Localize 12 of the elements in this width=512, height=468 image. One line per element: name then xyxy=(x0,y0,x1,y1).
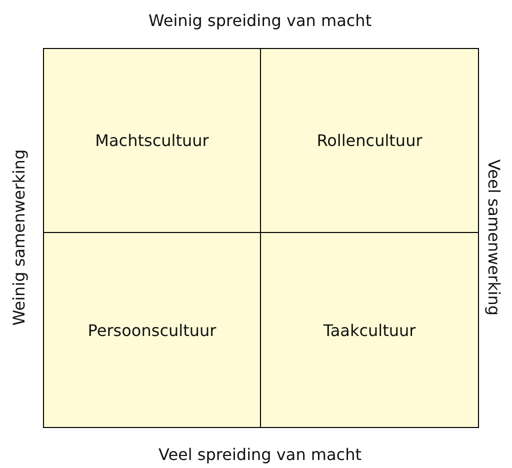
axis-label: Weinig samenwerking xyxy=(10,148,29,326)
axis-label: Veel samenwerking xyxy=(484,158,504,316)
quadrant-label: Persoonscultuur xyxy=(88,320,216,340)
quadrant-label: Machtscultuur xyxy=(95,131,209,150)
quadrant-label: Taakcultuur xyxy=(323,320,416,340)
quadrant-box xyxy=(260,48,479,233)
quadrant-box xyxy=(43,232,261,428)
axis-label: Veel spreiding van macht xyxy=(158,444,362,464)
quadrant-box xyxy=(260,232,479,428)
quadrant-label: Rollencultuur xyxy=(316,131,422,150)
quadrant-box xyxy=(43,48,261,233)
axis-label: Weinig spreiding van macht xyxy=(148,10,372,30)
